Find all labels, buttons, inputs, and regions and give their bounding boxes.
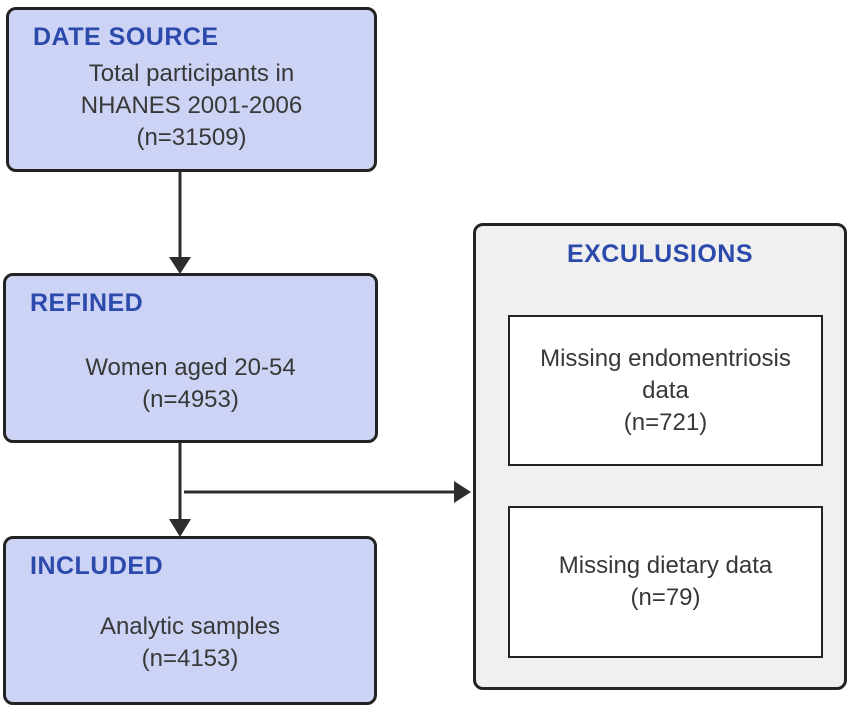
exclusion-item-endometriosis: Missing endomentriosis data (n=721): [508, 315, 823, 466]
node-included-line-1: Analytic samples: [99, 613, 281, 640]
exclusion-item-2-line-1: Missing dietary data: [558, 552, 773, 579]
node-included-title: INCLUDED: [30, 552, 164, 580]
node-date-source: DATE SOURCE Total participants in NHANES…: [6, 7, 377, 172]
node-date-source-title: DATE SOURCE: [33, 23, 219, 51]
node-refined: REFINED Women aged 20-54 (n=4953): [3, 273, 378, 443]
node-refined-title: REFINED: [30, 289, 144, 317]
exclusion-item-1-line-1: Missing endomentriosis: [540, 344, 791, 372]
exclusions-panel-title: EXCULUSIONS: [566, 240, 754, 268]
node-date-source-line-1: Total participants in: [88, 60, 295, 87]
node-date-source-line-2: NHANES 2001-2006: [80, 92, 303, 119]
node-included-body: Analytic samples (n=4153): [6, 611, 374, 675]
exclusion-item-dietary: Missing dietary data (n=79): [508, 506, 823, 658]
arrow-refined-to-included: [169, 443, 191, 537]
node-included-count: (n=4153): [141, 645, 239, 672]
arrow-to-exclusions: [184, 481, 471, 503]
arrow-source-to-refined: [169, 171, 191, 274]
exclusion-item-1-count: (n=721): [623, 408, 708, 436]
exclusion-item-2-count: (n=79): [630, 584, 701, 611]
node-date-source-body: Total participants in NHANES 2001-2006 (…: [9, 58, 374, 154]
exclusion-item-1-line-2: data: [642, 376, 689, 404]
exclusions-panel: EXCULUSIONS Missing endomentriosis data …: [473, 223, 847, 690]
node-refined-line-1: Women aged 20-54: [85, 354, 296, 381]
node-refined-count: (n=4953): [142, 386, 239, 413]
node-refined-body: Women aged 20-54 (n=4953): [6, 352, 375, 416]
node-date-source-count: (n=31509): [136, 124, 247, 151]
node-included: INCLUDED Analytic samples (n=4153): [3, 536, 377, 705]
